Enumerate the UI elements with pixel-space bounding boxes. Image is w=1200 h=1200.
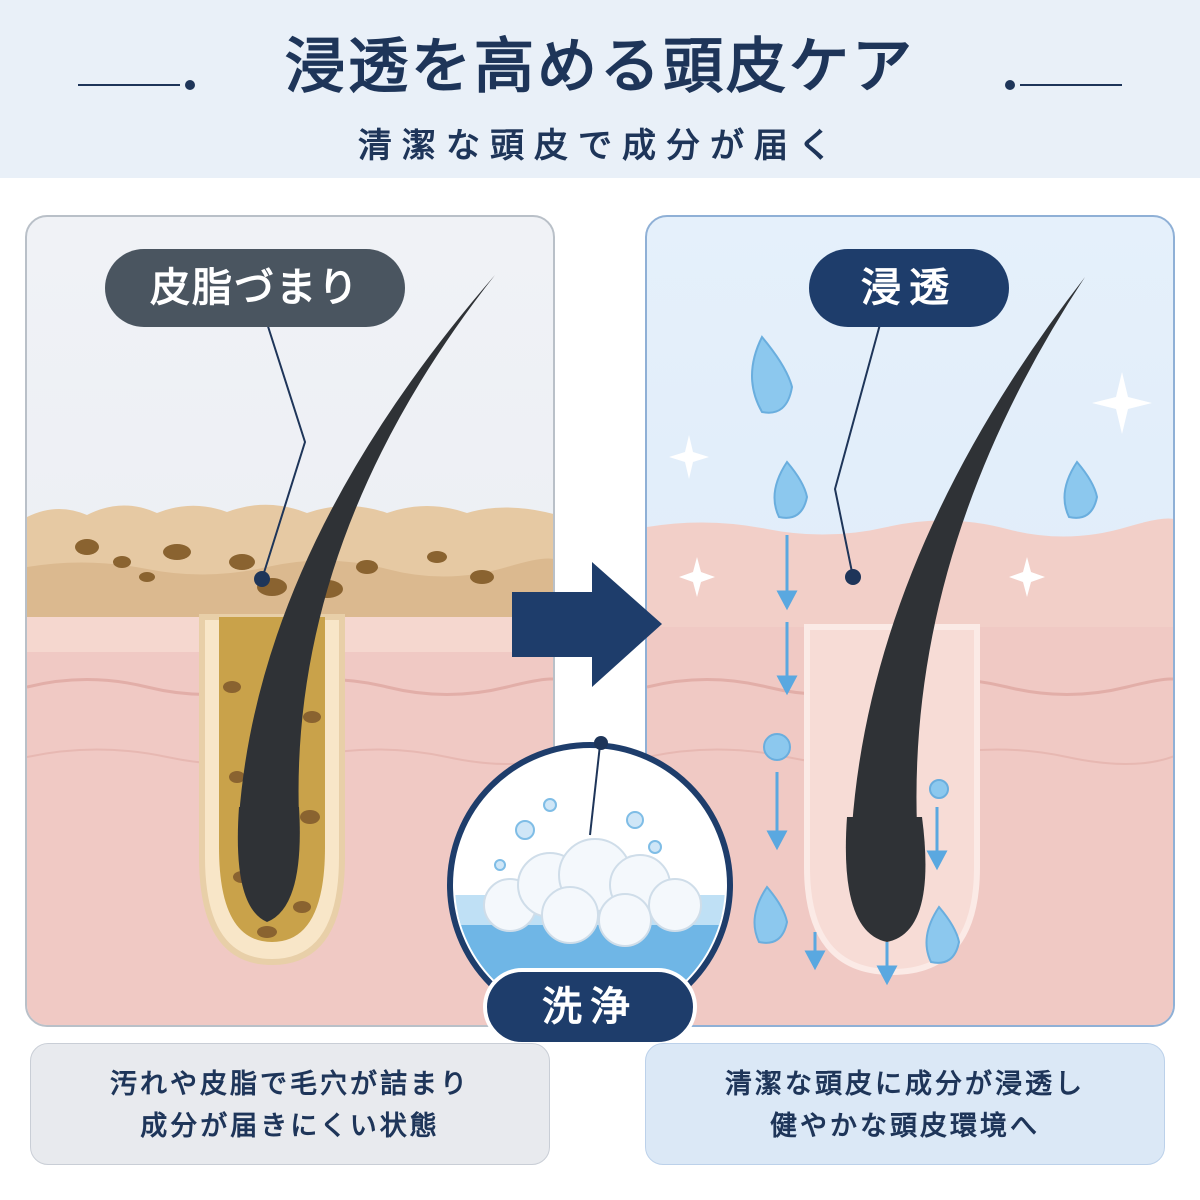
title-rule-left — [78, 84, 180, 86]
clogged-caption: 汚れや皮脂で毛穴が詰まり 成分が届きにくい状態 — [30, 1043, 550, 1165]
wash-foam-illustration — [447, 736, 733, 1028]
sebum-clog-label: 皮脂づまり — [105, 249, 405, 327]
callout-leader-line — [261, 316, 307, 580]
hair-shaft — [852, 277, 1085, 827]
callout-leader-dot — [845, 569, 861, 585]
page-title: 浸透を高める頭皮ケア — [285, 32, 915, 102]
sparkles — [669, 372, 1152, 597]
penetration-caption-line2: 健やかな頭皮環境へ — [770, 1111, 1040, 1142]
penetration-panel: 浸透 — [645, 215, 1175, 1027]
penetration-caption: 清潔な頭皮に成分が浸透し 健やかな頭皮環境へ — [645, 1043, 1165, 1165]
clogged-caption-line1: 汚れや皮脂で毛穴が詰まり — [110, 1069, 470, 1100]
clogged-caption-line2: 成分が届きにくい状態 — [140, 1111, 440, 1142]
hair-shaft — [239, 275, 495, 817]
hair-bulb — [237, 807, 300, 922]
water-drops — [751, 335, 1099, 964]
title-rule-right — [1020, 84, 1122, 86]
epidermis-layer — [647, 518, 1173, 627]
hair-bulb — [845, 817, 926, 942]
sebum-blobs — [75, 539, 494, 938]
title-rule-dot-left — [185, 80, 195, 90]
page-subtitle: 清潔な頭皮で成分が届く — [358, 126, 842, 166]
clogged-pore-illustration — [27, 275, 553, 1025]
callout-leader-dot — [254, 571, 270, 587]
title-rule-dot-right — [1005, 80, 1015, 90]
penetration-caption-line1: 清潔な頭皮に成分が浸透し — [725, 1069, 1085, 1100]
callout-leader-line — [833, 316, 883, 578]
wash-label: 洗浄 — [483, 968, 697, 1046]
transition-arrow-icon — [512, 562, 662, 687]
penetration-label: 浸透 — [809, 249, 1009, 327]
sebum-crust-shade — [27, 558, 553, 617]
header-banner: 浸透を高める頭皮ケア 清潔な頭皮で成分が届く — [0, 0, 1200, 178]
penetration-arrows — [766, 535, 948, 986]
penetration-illustration — [647, 277, 1173, 1025]
